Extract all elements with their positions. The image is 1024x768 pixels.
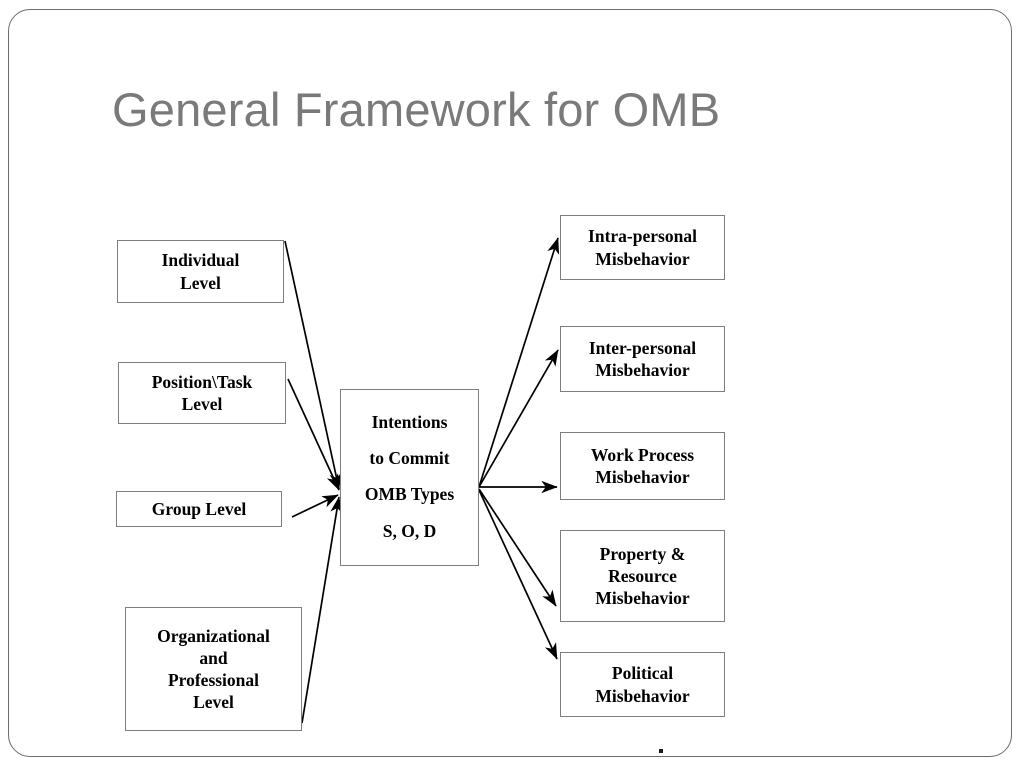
node-intentions-to-commit-omb[interactable]: Intentions to Commit OMB Types S, O, D — [340, 389, 479, 566]
node-position-task-level[interactable]: Position\Task Level — [118, 362, 286, 424]
page-title: General Framework for OMB — [112, 83, 721, 136]
node-individual-level[interactable]: Individual Level — [117, 240, 284, 303]
node-line: Resource — [608, 565, 677, 586]
node-line: Misbehavior — [595, 685, 690, 706]
node-line: Misbehavior — [595, 360, 690, 380]
node-property-resource-misbehavior[interactable]: Property & Resource Misbehavior — [560, 530, 725, 622]
node-line: S, O, D — [382, 520, 437, 541]
node-organizational-professional-level[interactable]: Organizational and Professional Level — [125, 607, 302, 731]
bottom-period-mark — [659, 749, 663, 753]
node-intra-personal-misbehavior[interactable]: Intra-personal Misbehavior — [560, 215, 725, 280]
node-line: Intentions — [371, 411, 448, 432]
node-line: Level — [181, 394, 223, 414]
slide-border-frame — [8, 9, 1012, 757]
node-inter-personal-misbehavior[interactable]: Inter-personal Misbehavior — [560, 326, 725, 392]
node-group-level[interactable]: Group Level — [116, 491, 282, 527]
node-line: Property & — [599, 543, 686, 564]
node-line: Misbehavior — [595, 467, 690, 487]
node-line: Political — [611, 663, 674, 684]
node-line: Work Process — [590, 444, 695, 465]
node-political-misbehavior[interactable]: Political Misbehavior — [560, 652, 725, 717]
node-line: Level — [180, 272, 221, 293]
node-line: to Commit — [369, 447, 450, 468]
node-line: Inter-personal — [588, 337, 697, 358]
node-line: Organizational — [157, 625, 270, 646]
node-line: Misbehavior — [595, 588, 690, 609]
node-work-process-misbehavior[interactable]: Work Process Misbehavior — [560, 432, 725, 500]
node-line: Position\Task — [151, 371, 253, 392]
node-line: Misbehavior — [595, 248, 690, 269]
node-line: OMB Types — [364, 484, 455, 505]
node-line: and — [199, 647, 228, 668]
node-line: Group Level — [151, 498, 247, 519]
node-line: Individual — [161, 250, 240, 271]
node-line: Intra-personal — [588, 226, 697, 247]
node-line: Professional — [167, 670, 260, 690]
node-line: Level — [193, 692, 234, 713]
